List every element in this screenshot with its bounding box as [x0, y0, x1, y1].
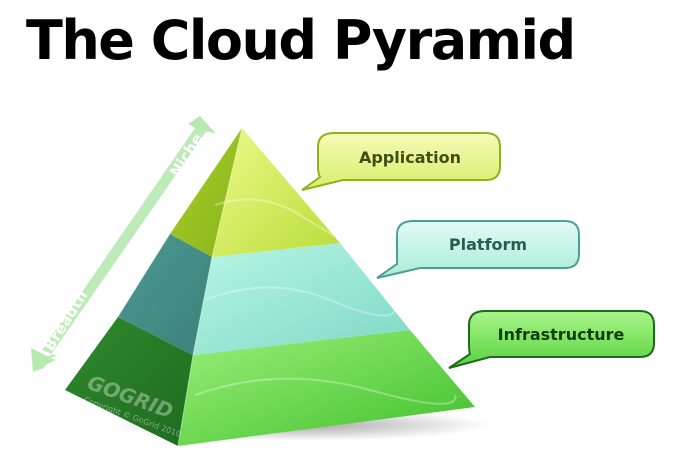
platform-callout: Platform: [376, 220, 580, 279]
pyramid: [65, 127, 475, 447]
platform-label: Platform: [449, 235, 527, 254]
application-label: Application: [359, 148, 461, 167]
application-layer-right-face: [212, 128, 340, 257]
application-callout: Application: [301, 132, 501, 191]
niche-label: Niche: [166, 130, 206, 180]
application-layer-left-face: [170, 128, 242, 257]
infrastructure-label: Infrastructure: [498, 325, 625, 344]
infrastructure-layer-right-face: [178, 330, 475, 446]
breadth-label: Breadth: [40, 287, 91, 354]
infrastructure-callout: Infrastructure: [448, 310, 655, 369]
platform-layer-right-face: [193, 243, 410, 355]
infrastructure-layer-left-face: [65, 317, 193, 446]
platform-layer-left-face: [118, 234, 212, 355]
page-title: The Cloud Pyramid: [26, 9, 576, 72]
